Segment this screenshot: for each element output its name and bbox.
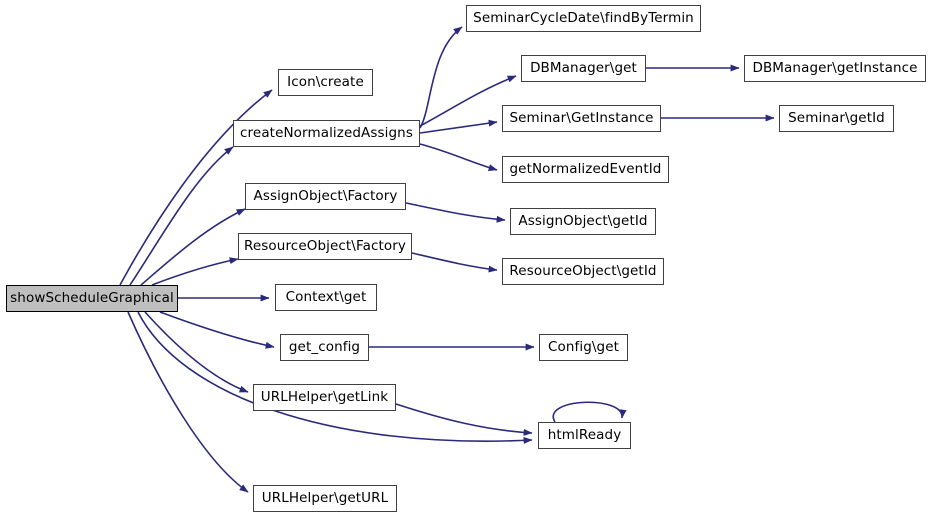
node-show-schedule-graphical[interactable]: showScheduleGraphical: [6, 285, 178, 312]
node-seminar-getinstance[interactable]: Seminar\GetInstance: [502, 105, 661, 132]
node-assignobject-factory[interactable]: AssignObject\Factory: [245, 183, 406, 210]
node-label: URLHelper\getURL: [261, 489, 389, 506]
edge-root-to-icon-create: [119, 89, 273, 286]
node-label: Context\get: [285, 288, 367, 305]
edge-resourceobject-factory-to-resourceobject-getid: [411, 252, 498, 273]
node-context-get[interactable]: Context\get: [275, 284, 377, 311]
node-assignobject-getid[interactable]: AssignObject\getId: [510, 208, 656, 235]
node-label: DBManager\getInstance: [752, 59, 918, 76]
node-seminar-getid[interactable]: Seminar\getId: [779, 105, 894, 132]
node-label: Config\get: [547, 338, 620, 355]
node-urlhelper-getlink[interactable]: URLHelper\getLink: [253, 384, 396, 411]
node-label: URLHelper\getLink: [260, 388, 389, 405]
node-resourceobject-getid[interactable]: ResourceObject\getId: [502, 258, 664, 285]
edge-cna-to-dbmanager-get: [419, 75, 517, 127]
node-dbmanager-getinstance[interactable]: DBManager\getInstance: [744, 55, 926, 82]
node-label: get_config: [288, 338, 361, 355]
node-label: getNormalizedEventId: [509, 160, 662, 177]
node-label: showScheduleGraphical: [10, 289, 174, 306]
node-htmlready[interactable]: htmlReady: [538, 422, 631, 449]
edge-root-to-resourceobject-factory: [151, 257, 239, 286]
node-label: AssignObject\Factory: [253, 187, 398, 204]
node-label: Seminar\GetInstance: [509, 109, 654, 126]
edge-root-to-urlhelper-geturl: [127, 311, 249, 493]
edge-root-to-get-config: [159, 311, 275, 349]
node-config-get[interactable]: Config\get: [539, 334, 628, 361]
node-create-normalized-assigns[interactable]: createNormalizedAssigns: [233, 120, 420, 147]
node-label: createNormalizedAssigns: [240, 124, 413, 141]
node-dbmanager-get[interactable]: DBManager\get: [521, 55, 646, 82]
node-resourceobject-factory[interactable]: ResourceObject\Factory: [238, 233, 412, 260]
node-label: SeminarCycleDate\findByTermin: [473, 9, 694, 26]
node-get-config[interactable]: get_config: [280, 334, 369, 361]
node-label: Seminar\getId: [788, 109, 885, 126]
node-label: AssignObject\getId: [518, 212, 648, 229]
node-icon-create[interactable]: Icon\create: [278, 69, 373, 96]
edge-urlhelper-getlink-to-htmlready: [395, 403, 533, 436]
node-getnormalizedeventid[interactable]: getNormalizedEventId: [502, 156, 669, 183]
edge-root-to-htmlready: [137, 311, 533, 444]
edge-cna-to-seminar-getinstance: [419, 119, 498, 134]
edge-root-to-assignobject-factory: [140, 208, 246, 286]
node-label: ResourceObject\Factory: [244, 237, 406, 254]
edge-root-to-urlhelper-getlink: [144, 311, 249, 393]
node-urlhelper-geturl[interactable]: URLHelper\getURL: [253, 485, 397, 512]
node-label: Icon\create: [287, 73, 364, 90]
edge-assignobject-factory-to-assignobject-getid: [405, 202, 506, 223]
edge-root-to-create-normalized-assigns: [129, 146, 234, 286]
edge-htmlready-self-loop: [552, 401, 627, 423]
node-seminarcycledate-findbytermin[interactable]: SeminarCycleDate\findByTermin: [466, 5, 701, 32]
node-label: ResourceObject\getId: [509, 262, 657, 279]
edge-cna-to-seminarcycledate-findbytermin: [419, 26, 463, 129]
node-label: DBManager\get: [530, 59, 637, 76]
edge-cna-to-getnormalizedeventid: [419, 143, 498, 171]
node-label: htmlReady: [547, 426, 622, 443]
